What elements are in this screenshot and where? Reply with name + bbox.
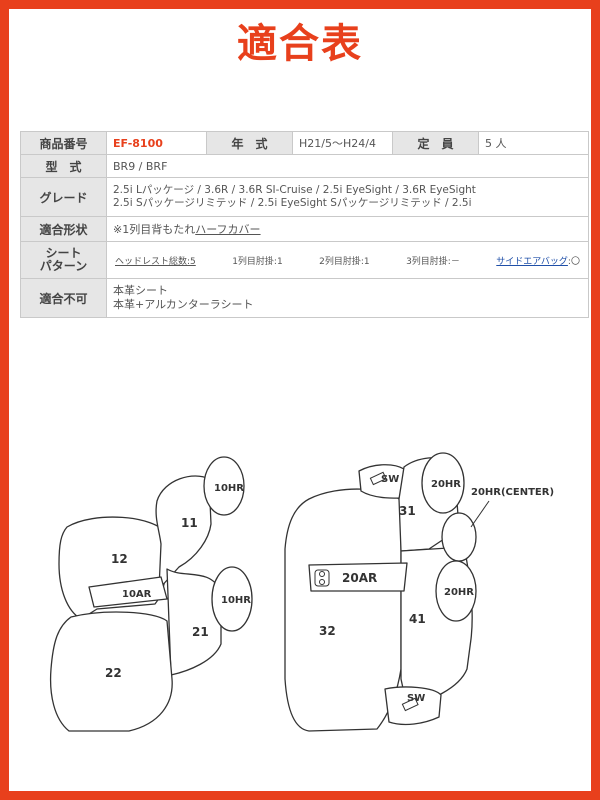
label-41: 41 <box>409 612 426 626</box>
table-row: 適合不可 本革シート 本革+アルカンターラシート <box>20 278 589 318</box>
capacity-label: 定 員 <box>392 131 479 155</box>
fit-label: 適合形状 <box>20 216 107 242</box>
label-32: 32 <box>319 624 336 638</box>
side-airbag-value: :〇 <box>567 256 580 267</box>
seat-diagram: 10HR 11 12 10AR 10HR 21 22 SW 20HR 31 20… <box>49 452 554 732</box>
headrest-20hr-center <box>441 512 477 562</box>
side-airbag-link[interactable]: サイドエアバッグ <box>496 256 568 267</box>
armrest-20ar <box>308 562 408 592</box>
label-10hr-b: 10HR <box>221 595 251 606</box>
page-title: 適合表 <box>237 21 363 67</box>
product-no-value: EF-8100 <box>106 131 207 155</box>
label-22: 22 <box>105 666 122 680</box>
incompatible-item: 本革+アルカンターラシート <box>113 298 254 311</box>
seat-back-21 <box>166 568 222 676</box>
pattern-label-line: シート <box>45 246 82 260</box>
sw-tab <box>401 697 419 712</box>
leader-line <box>470 500 490 528</box>
label-11: 11 <box>181 516 198 530</box>
pattern-details: ヘッドレスト総数:5 1列目肘掛:1 2列目肘掛:1 3列目肘掛:－ サイドエア… <box>115 242 580 278</box>
buckle-icon <box>319 571 325 577</box>
year-value: H21/5〜H24/4 <box>292 131 393 155</box>
label-20hr-center: 20HR(CENTER) <box>471 487 554 498</box>
half-cover-link[interactable]: ハーフカバー <box>195 223 261 236</box>
headrest-10hr-b <box>211 566 253 632</box>
seat-cushion-22 <box>49 611 173 732</box>
headrest-10hr-a <box>203 456 245 516</box>
table-row: 適合形状 ※1列目背もたれハーフカバー <box>20 216 589 242</box>
capacity-value: 5 人 <box>478 131 589 155</box>
label-12: 12 <box>111 552 128 566</box>
label-20hr-a: 20HR <box>431 479 461 490</box>
incompatible-value: 本革シート 本革+アルカンターラシート <box>106 278 589 318</box>
fit-value: ※1列目背もたれハーフカバー <box>106 216 589 242</box>
side-airbag: サイドエアバッグ:〇 <box>496 254 580 267</box>
label-20ar: 20AR <box>342 571 377 585</box>
page-frame: 適合表 商品番号 EF-8100 年 式 H21/5〜H24/4 定 員 5 人… <box>9 9 591 791</box>
grade-value: 2.5i Lパッケージ / 3.6R / 3.6R SI-Cruise / 2.… <box>106 177 589 217</box>
row1-armrest: 1列目肘掛:1 <box>232 256 283 267</box>
headrest-20hr-b <box>435 560 477 622</box>
grade-line: 2.5i Lパッケージ / 3.6R / 3.6R SI-Cruise / 2.… <box>113 184 476 196</box>
model-label: 型 式 <box>20 154 107 178</box>
table-row: 型 式 BR9 / BRF <box>20 154 589 178</box>
armrest-10ar <box>88 576 168 608</box>
table-row: 商品番号 EF-8100 年 式 H21/5〜H24/4 定 員 5 人 <box>20 131 589 155</box>
label-10ar: 10AR <box>122 589 152 600</box>
buckle-icon <box>314 569 330 587</box>
product-no-label: 商品番号 <box>20 131 107 155</box>
sw-tab <box>369 471 387 486</box>
fitment-table: 商品番号 EF-8100 年 式 H21/5〜H24/4 定 員 5 人 型 式… <box>20 131 589 318</box>
grade-label: グレード <box>20 177 107 217</box>
pattern-label-line: パターン <box>39 259 88 273</box>
table-row: シート パターン ヘッドレスト総数:5 1列目肘掛:1 2列目肘掛:1 3列目肘… <box>20 241 589 279</box>
grade-line: 2.5i Sパッケージリミテッド / 2.5i EyeSight Sパッケージリ… <box>113 197 472 209</box>
label-21: 21 <box>192 625 209 639</box>
side-bolster-sw-bottom <box>384 686 442 726</box>
headrest-count: ヘッドレスト総数:5 <box>115 256 196 267</box>
label-sw-bottom: SW <box>407 693 425 704</box>
pattern-value: ヘッドレスト総数:5 1列目肘掛:1 2列目肘掛:1 3列目肘掛:－ サイドエア… <box>106 241 589 279</box>
incompatible-label: 適合不可 <box>20 278 107 318</box>
label-10hr-a: 10HR <box>214 483 244 494</box>
headrest-20hr-a <box>421 452 465 514</box>
seat-cushion-32 <box>284 488 402 732</box>
year-label: 年 式 <box>206 131 293 155</box>
label-31: 31 <box>399 504 416 518</box>
row2-armrest: 2列目肘掛:1 <box>319 256 370 267</box>
row3-armrest: 3列目肘掛:－ <box>406 256 460 267</box>
buckle-icon <box>319 579 325 585</box>
pattern-label: シート パターン <box>20 241 107 279</box>
model-value: BR9 / BRF <box>106 154 589 178</box>
label-sw-top: SW <box>381 474 399 485</box>
table-row: グレード 2.5i Lパッケージ / 3.6R / 3.6R SI-Cruise… <box>20 177 589 217</box>
incompatible-item: 本革シート <box>113 284 168 297</box>
fit-prefix: ※1列目背もたれ <box>113 223 196 236</box>
seat-side-11 <box>155 475 212 590</box>
label-20hr-b: 20HR <box>444 587 474 598</box>
